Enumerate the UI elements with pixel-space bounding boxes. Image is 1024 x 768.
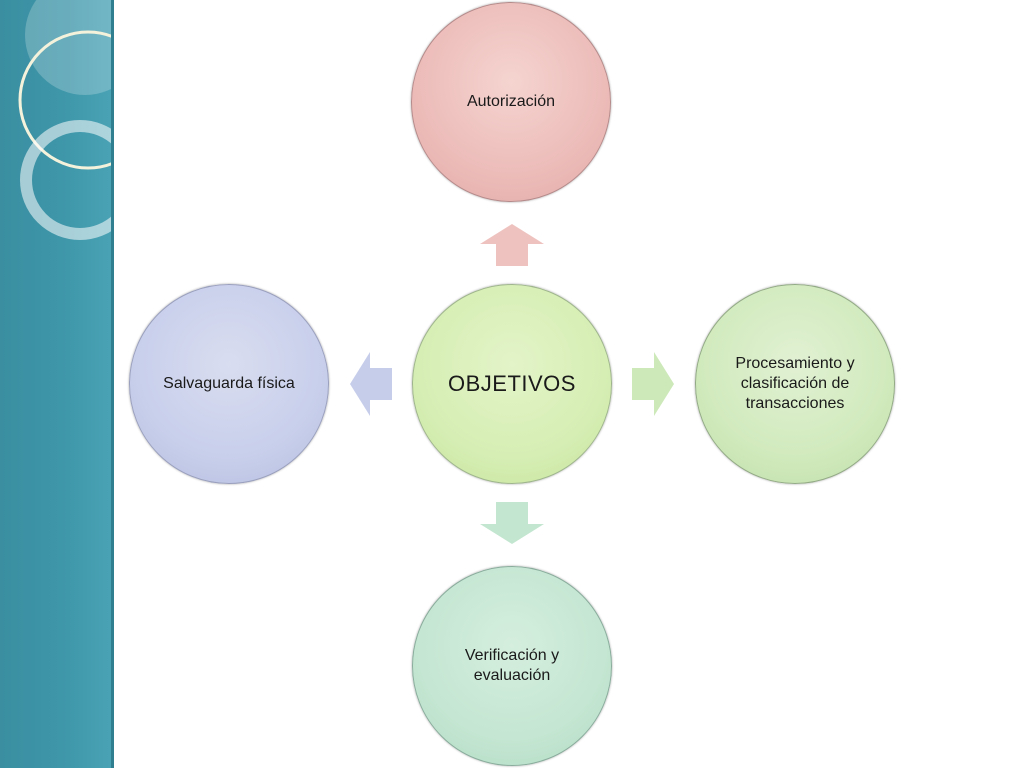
node-label: Autorización	[466, 93, 556, 110]
arrow-down-icon	[480, 502, 544, 544]
node-label: Procesamiento y clasificación de transac…	[735, 355, 855, 412]
node-label: Verificación y evaluación	[464, 647, 560, 684]
node-objetivos-center: OBJETIVOS	[412, 284, 612, 484]
arrow-right-icon	[632, 352, 674, 416]
node-autorizacion: Autorización	[411, 2, 611, 202]
node-label: Salvaguarda física	[163, 375, 295, 392]
node-salvaguarda: Salvaguarda física	[129, 284, 329, 484]
arrow-left-icon	[350, 352, 392, 416]
arrow-up-icon	[480, 224, 544, 266]
center-label: OBJETIVOS	[448, 371, 576, 396]
node-procesamiento: Procesamiento y clasificación de transac…	[695, 284, 895, 484]
decorative-rings	[18, 0, 114, 240]
decorative-side-panel	[0, 0, 114, 768]
node-verificacion: Verificación y evaluación	[412, 566, 612, 766]
